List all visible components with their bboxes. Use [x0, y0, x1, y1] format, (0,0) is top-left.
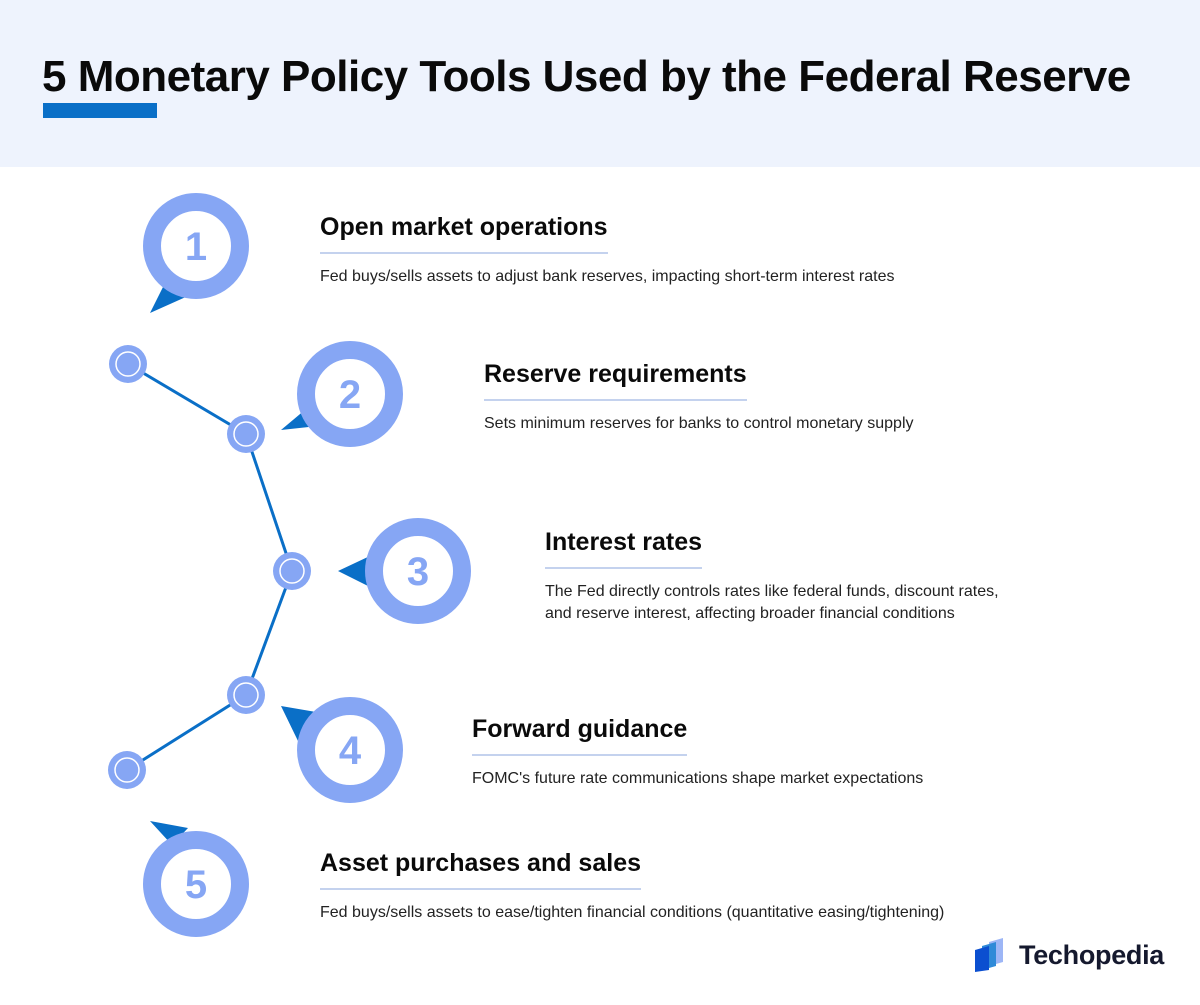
title-accent-bar — [43, 103, 157, 118]
item-description-line: The Fed directly controls rates like fed… — [545, 583, 999, 600]
timeline-node — [108, 345, 311, 789]
item-description: FOMC's future rate communications shape … — [472, 770, 924, 787]
step-number-4: 4 — [338, 729, 362, 773]
tool-item-5: Asset purchases and sales Fed buys/sells… — [320, 849, 944, 924]
item-description: Fed buys/sells assets to adjust bank res… — [320, 268, 895, 285]
number-circle-2 — [297, 341, 403, 447]
number-circle-5 — [143, 831, 249, 937]
item-description-line: and reserve interest, affecting broader … — [545, 605, 955, 622]
number-circle-1 — [143, 193, 249, 299]
brand-name: Techopedia — [1019, 939, 1165, 970]
header-banner — [0, 0, 1200, 167]
item-title: Reserve requirements — [484, 360, 747, 401]
item-description: The Fed directly controls rates like fed… — [545, 581, 999, 625]
tool-item-3: Interest rates The Fed directly controls… — [545, 528, 999, 625]
item-description: Fed buys/sells assets to ease/tighten fi… — [320, 904, 945, 921]
brand-logo: Techopedia — [973, 938, 1164, 972]
step-number-1: 1 — [184, 225, 208, 269]
page-title: 5 Monetary Policy Tools Used by the Fede… — [42, 52, 1131, 101]
item-title: Forward guidance — [472, 715, 688, 756]
item-description: Sets minimum reserves for banks to contr… — [484, 415, 914, 432]
connector-line — [126, 362, 294, 772]
step-number-2: 2 — [338, 373, 362, 417]
step-number-5: 5 — [184, 863, 208, 907]
step-number-3: 3 — [406, 550, 430, 594]
number-circle-4 — [297, 697, 403, 803]
number-circle-3 — [365, 518, 471, 624]
techopedia-logo-icon — [975, 938, 1003, 972]
tool-item-4: Forward guidance FOMC's future rate comm… — [472, 715, 923, 790]
item-title: Asset purchases and sales — [320, 849, 641, 890]
tool-item-1: Open market operations Fed buys/sells as… — [320, 213, 894, 288]
tool-item-2: Reserve requirements Sets minimum reserv… — [484, 360, 914, 435]
item-title: Open market operations — [320, 213, 608, 254]
item-title: Interest rates — [545, 528, 703, 569]
